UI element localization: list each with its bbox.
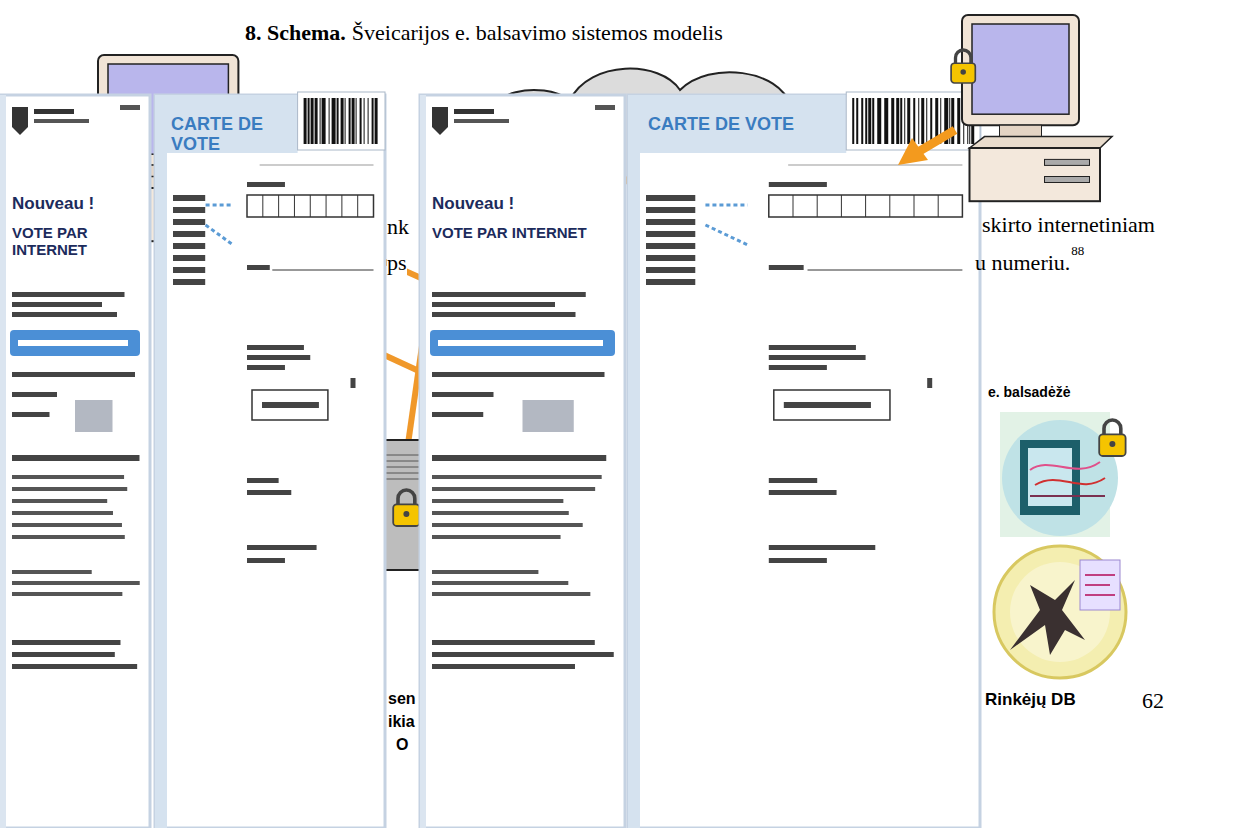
card-notice: Nouveau ! (12, 195, 94, 214)
voter-database-picture (994, 546, 1126, 678)
page-number: 62 (1142, 688, 1164, 713)
card-heading: VOTE PAR INTERNET (12, 225, 138, 258)
card-title: CARTE DE VOTE (648, 115, 794, 135)
text-fragment: O (396, 736, 408, 754)
text-fragment: ps (387, 250, 407, 275)
text-fragment: ikia (388, 713, 415, 731)
vote-card-image (0, 92, 385, 828)
card-notice: Nouveau ! (432, 195, 514, 214)
lock-icon (951, 50, 975, 83)
component-label: e. balsadėžė (988, 384, 1071, 400)
text-fragment: sen (388, 690, 416, 708)
card-title: CARTE DE VOTE (171, 115, 311, 155)
vote-card-panel: Nouveau ! VOTE PAR INTERNET (420, 95, 625, 828)
body-text: u numeriu. (975, 250, 1070, 275)
computer-icon (951, 15, 1112, 201)
figure-title: 8. Schema. (245, 20, 346, 45)
lock-icon (393, 490, 419, 526)
vote-card-image (420, 92, 980, 828)
text-fragment: nk (387, 214, 409, 239)
ballot-box-picture (1000, 412, 1126, 537)
body-text: skirto internetiniam (982, 212, 1155, 237)
figure-title-text: Šveicarijos e. balsavimo sistemos modeli… (352, 20, 723, 45)
component-label: Rinkėjų DB (985, 690, 1076, 710)
vote-card-panel: Nouveau ! VOTE PAR INTERNET (0, 95, 150, 828)
orange-arrow (898, 130, 955, 165)
card-heading: VOTE PAR INTERNET (432, 225, 587, 242)
footnote-mark: 88 (1071, 244, 1084, 259)
vote-card-panel: CARTE DE VOTE (155, 95, 385, 828)
lock-icon (1099, 420, 1125, 456)
vote-card-panel: CARTE DE VOTE (628, 95, 980, 828)
